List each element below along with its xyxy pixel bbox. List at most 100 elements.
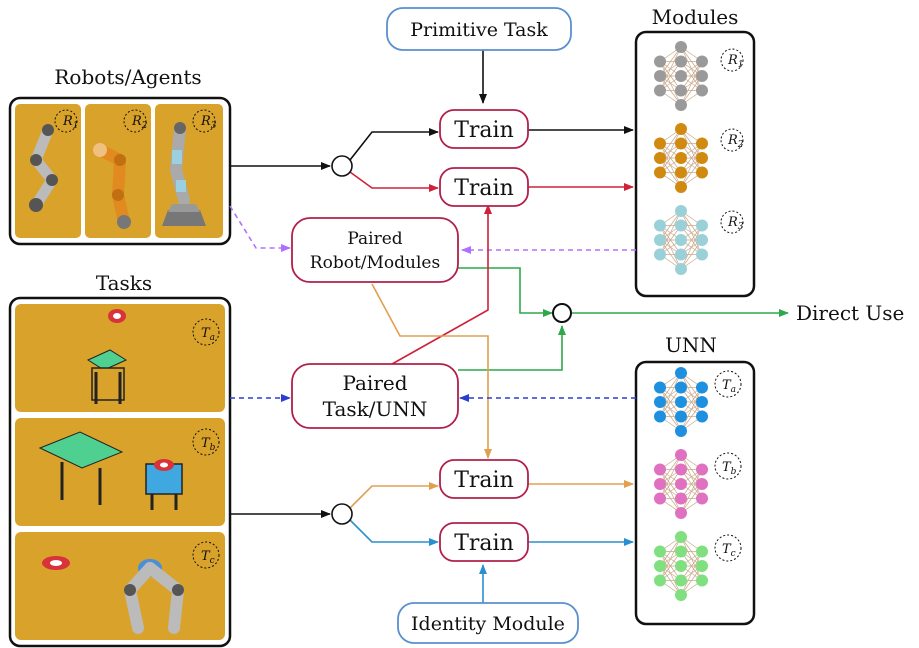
net-node (675, 166, 687, 179)
net-edge (659, 46, 682, 91)
svg-text:Ta: Ta (722, 378, 736, 395)
module-network-r1 (654, 41, 708, 111)
net-node (654, 478, 666, 490)
primitive-task-node: Primitive Task (386, 7, 572, 51)
paired-robot-modules-node: Paired Robot/Modules (291, 217, 459, 283)
robot-label-r1: R1 (54, 109, 79, 133)
unn-label-ta: Ta (714, 370, 742, 398)
task-c-scene (42, 556, 184, 634)
net-node (675, 531, 687, 543)
svg-text:R2: R2 (131, 114, 148, 131)
net-node (654, 381, 666, 394)
net-node (696, 84, 708, 97)
svg-text:Identity Module: Identity Module (411, 613, 565, 635)
net-node (654, 166, 666, 179)
edge-junction-to-train-top (349, 128, 439, 161)
net-node (675, 219, 687, 232)
net-node (654, 70, 666, 82)
unn-label-tb: Tb (714, 452, 742, 480)
net-node (696, 545, 708, 558)
svg-text:Robot/Modules: Robot/Modules (310, 253, 440, 273)
net-edge (680, 551, 703, 596)
svg-text:Tb: Tb (201, 436, 216, 453)
net-edge (659, 372, 682, 417)
unn-title: UNN (665, 333, 717, 357)
task-a-scene (86, 309, 128, 404)
task-b-tile (15, 418, 225, 526)
svg-text:Tc: Tc (201, 549, 215, 566)
edge-junction-to-train-3 (349, 482, 439, 509)
paired-task-unn-node: Paired Task/UNN (291, 363, 459, 429)
net-node (675, 99, 687, 111)
net-node (654, 152, 666, 164)
svg-text:Train: Train (454, 176, 514, 201)
svg-text:Paired: Paired (342, 371, 407, 395)
modules-title: Modules (652, 5, 739, 29)
edge-paired-robot-to-train-3 (371, 283, 492, 459)
junction-robots (331, 155, 353, 177)
train-node-4: Train (439, 522, 529, 562)
task-label-tb: Tb (192, 428, 220, 456)
unn-label-tc: Tc (714, 534, 742, 562)
net-node (654, 492, 666, 505)
net-node (654, 463, 666, 476)
svg-text:Tc: Tc (722, 542, 736, 559)
net-node (675, 234, 687, 246)
net-node (675, 381, 687, 394)
unn-network-tc (654, 531, 708, 601)
net-node (675, 84, 687, 97)
net-edge (680, 61, 703, 106)
net-edge (680, 387, 703, 432)
svg-text:R1: R1 (62, 114, 79, 131)
net-edge (659, 536, 682, 581)
net-node (675, 449, 687, 461)
svg-text:R1: R1 (727, 53, 744, 70)
net-node (675, 70, 687, 82)
robot-3-arm (162, 122, 206, 226)
net-node (675, 367, 687, 379)
robot-label-r2: R2 (123, 109, 148, 133)
module-network-r3 (654, 205, 708, 275)
svg-text:Paired: Paired (347, 229, 402, 249)
tasks-title: Tasks (96, 271, 152, 295)
net-node (675, 41, 687, 53)
net-node (675, 55, 687, 68)
junction-tasks (331, 503, 353, 525)
net-node (675, 507, 687, 519)
net-node (675, 396, 687, 408)
net-node (654, 219, 666, 232)
robot-label-r3: R3 (192, 109, 217, 133)
net-node (696, 478, 708, 490)
module-label-r3: R3 (720, 210, 744, 234)
net-node (654, 137, 666, 150)
net-node (696, 219, 708, 232)
net-node (675, 425, 687, 437)
net-node (654, 410, 666, 423)
net-node (654, 396, 666, 408)
net-edge (680, 143, 703, 188)
svg-text:Train: Train (454, 468, 514, 493)
net-node (675, 137, 687, 150)
train-node-2: Train (439, 167, 529, 207)
net-node (654, 560, 666, 572)
net-node (696, 463, 708, 476)
net-node (675, 181, 687, 193)
module-label-r1: R1 (720, 48, 744, 72)
net-node (696, 137, 708, 150)
task-label-tc: Tc (192, 541, 220, 569)
net-node (675, 574, 687, 587)
net-node (654, 234, 666, 246)
net-node (696, 55, 708, 68)
task-b-scene (38, 431, 183, 510)
net-node (675, 463, 687, 476)
net-edge (659, 128, 682, 173)
edge-paired-task-to-direct (458, 325, 566, 371)
identity-module-node: Identity Module (397, 602, 579, 644)
svg-text:Train: Train (454, 531, 514, 556)
net-node (696, 410, 708, 423)
junction-direct-use (552, 303, 572, 323)
train-node-3: Train (439, 459, 529, 499)
net-node (654, 84, 666, 97)
net-node (675, 560, 687, 572)
